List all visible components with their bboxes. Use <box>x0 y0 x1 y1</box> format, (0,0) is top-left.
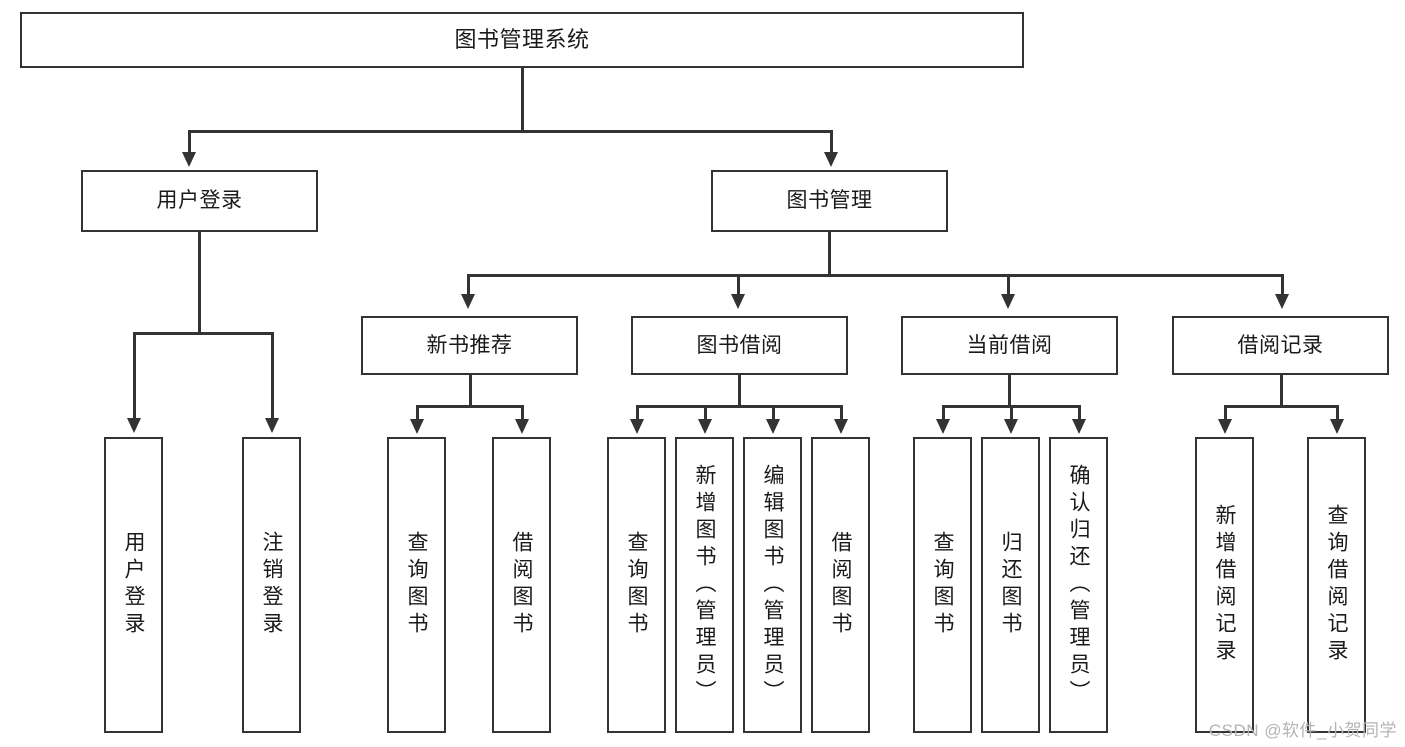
node-book-management[interactable]: 图书管理 <box>711 170 948 232</box>
connector-current-borrow-leaf-3 <box>1078 405 1081 421</box>
leaf-borrow-borrow-book[interactable]: 借阅图书 <box>811 437 870 733</box>
leaf-user-login[interactable]: 用户登录 <box>104 437 163 733</box>
node-label: 当前借阅 <box>966 333 1053 357</box>
connector-new-book-bus <box>416 405 524 408</box>
leaf-record-add[interactable]: 新增借阅记录 <box>1195 437 1254 733</box>
arrow-root-to-book-manage <box>824 152 838 167</box>
watermark: CSDN @软件_小贺同学 <box>1208 721 1397 740</box>
leaf-borrow-query-book[interactable]: 查询图书 <box>607 437 666 733</box>
node-label: 用户登录 <box>156 189 243 213</box>
arrow-new-book-leaf-1 <box>410 419 424 434</box>
node-user-login[interactable]: 用户登录 <box>81 170 318 232</box>
leaf-label: 新增图书（管理员） <box>693 463 716 707</box>
node-root-system[interactable]: 图书管理系统 <box>20 12 1024 68</box>
connector-to-borrow-record <box>1281 274 1284 296</box>
node-label: 图书管理 <box>786 189 873 213</box>
arrow-to-current-borrow <box>1001 294 1015 309</box>
connector-new-book-leaf-1 <box>416 405 419 421</box>
leaf-label: 查询图书 <box>931 531 954 639</box>
leaf-label: 新增借阅记录 <box>1213 504 1236 666</box>
node-borrow-record[interactable]: 借阅记录 <box>1172 316 1389 375</box>
leaf-label: 查询图书 <box>625 531 648 639</box>
connector-user-login-to-login <box>133 332 136 420</box>
connector-book-borrow-leaf-2 <box>704 405 707 421</box>
arrow-to-book-borrow <box>731 294 745 309</box>
arrow-borrow-record-leaf-2 <box>1330 419 1344 434</box>
node-label: 借阅记录 <box>1237 333 1324 357</box>
node-book-borrow[interactable]: 图书借阅 <box>631 316 848 375</box>
leaf-record-query[interactable]: 查询借阅记录 <box>1307 437 1366 733</box>
connector-root-to-user-login <box>188 130 191 154</box>
node-current-borrow[interactable]: 当前借阅 <box>901 316 1118 375</box>
connector-current-borrow-leaf-2 <box>1010 405 1013 421</box>
arrow-user-login-to-logout <box>265 418 279 433</box>
arrow-root-to-user-login <box>182 152 196 167</box>
connector-borrow-record-leaf-1 <box>1224 405 1227 421</box>
leaf-current-query-book[interactable]: 查询图书 <box>913 437 972 733</box>
arrow-to-new-book <box>461 294 475 309</box>
connector-new-book-leaf-2 <box>521 405 524 421</box>
connector-book-borrow-bus <box>636 405 842 408</box>
leaf-label: 借阅图书 <box>829 531 852 639</box>
connector-book-borrow-stem <box>738 375 741 407</box>
arrow-book-borrow-leaf-1 <box>630 419 644 434</box>
connector-new-book-stem <box>469 375 472 407</box>
leaf-borrow-edit-book[interactable]: 编辑图书（管理员） <box>743 437 802 733</box>
node-label: 新书推荐 <box>426 333 513 357</box>
leaf-label: 注销登录 <box>260 531 283 639</box>
connector-book-borrow-leaf-1 <box>636 405 639 421</box>
connector-user-login-to-logout <box>271 332 274 420</box>
connector-to-new-book <box>467 274 470 296</box>
leaf-borrow-add-book[interactable]: 新增图书（管理员） <box>675 437 734 733</box>
arrow-current-borrow-leaf-2 <box>1004 419 1018 434</box>
connector-book-manage-bus <box>467 274 1283 277</box>
connector-to-current-borrow <box>1007 274 1010 296</box>
arrow-current-borrow-leaf-3 <box>1072 419 1086 434</box>
connector-borrow-record-leaf-2 <box>1336 405 1339 421</box>
node-label: 图书管理系统 <box>454 26 590 52</box>
connector-root-bus <box>188 130 833 133</box>
leaf-label: 用户登录 <box>122 531 145 639</box>
leaf-current-return-book[interactable]: 归还图书 <box>981 437 1040 733</box>
leaf-label: 查询图书 <box>405 531 428 639</box>
arrow-book-borrow-leaf-2 <box>698 419 712 434</box>
arrow-user-login-to-login <box>127 418 141 433</box>
connector-to-book-borrow <box>737 274 740 296</box>
connector-borrow-record-stem <box>1280 375 1283 407</box>
connector-current-borrow-stem <box>1008 375 1011 407</box>
connector-book-manage-stem <box>828 232 831 276</box>
leaf-new-book-query[interactable]: 查询图书 <box>387 437 446 733</box>
leaf-current-confirm-return[interactable]: 确认归还（管理员） <box>1049 437 1108 733</box>
connector-book-borrow-leaf-3 <box>772 405 775 421</box>
connector-user-login-stem <box>198 232 201 334</box>
node-label: 图书借阅 <box>696 333 783 357</box>
leaf-label: 编辑图书（管理员） <box>761 463 784 707</box>
leaf-label: 归还图书 <box>999 531 1022 639</box>
arrow-to-borrow-record <box>1275 294 1289 309</box>
connector-root-to-book-manage <box>830 130 833 154</box>
connector-borrow-record-bus <box>1224 405 1338 408</box>
node-new-book-recommend[interactable]: 新书推荐 <box>361 316 578 375</box>
leaf-label: 查询借阅记录 <box>1325 504 1348 666</box>
leaf-label: 借阅图书 <box>510 531 533 639</box>
leaf-label: 确认归还（管理员） <box>1067 463 1090 707</box>
arrow-current-borrow-leaf-1 <box>936 419 950 434</box>
connector-current-borrow-leaf-1 <box>942 405 945 421</box>
connector-root-stem <box>521 68 524 132</box>
arrow-book-borrow-leaf-3 <box>766 419 780 434</box>
arrow-book-borrow-leaf-4 <box>834 419 848 434</box>
arrow-borrow-record-leaf-1 <box>1218 419 1232 434</box>
leaf-user-logout[interactable]: 注销登录 <box>242 437 301 733</box>
leaf-new-book-borrow[interactable]: 借阅图书 <box>492 437 551 733</box>
arrow-new-book-leaf-2 <box>515 419 529 434</box>
connector-user-login-bus <box>133 332 273 335</box>
connector-book-borrow-leaf-4 <box>840 405 843 421</box>
